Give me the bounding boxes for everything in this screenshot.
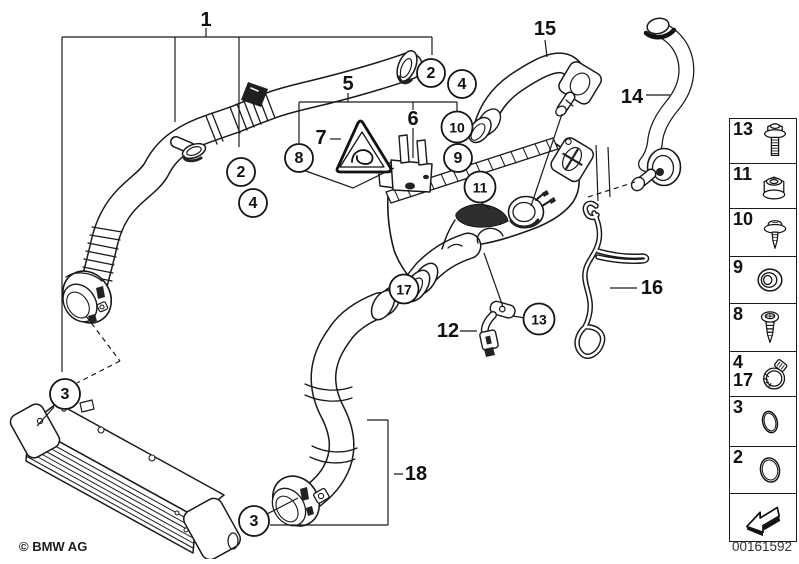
sidebar-part-2[interactable]: 2 <box>730 447 796 494</box>
washer-screw-icon <box>753 209 796 256</box>
center-duct-drawing <box>385 137 594 303</box>
callout-label-16[interactable]: 16 <box>641 277 663 299</box>
sidebar-part-3[interactable]: 3 <box>730 397 796 447</box>
flange-bolt-icon <box>753 119 796 163</box>
callout-circle-8[interactable]: 8 <box>284 143 314 173</box>
svg-text:11: 11 <box>473 180 488 196</box>
hose-part15-drawing <box>468 52 602 144</box>
view-direction-arrow <box>730 494 796 541</box>
callout-label-7[interactable]: 7 <box>315 127 326 149</box>
seal-ring-large-icon <box>743 447 796 493</box>
svg-text:3: 3 <box>61 386 70 403</box>
sidebar-part-11[interactable]: 11 <box>730 164 796 209</box>
grommet-icon <box>743 257 796 303</box>
bracket-part12-drawing <box>479 300 516 357</box>
sidebar-part-8[interactable]: 8 <box>730 304 796 352</box>
sidebar-part-9[interactable]: 9 <box>730 257 796 304</box>
callout-label-5[interactable]: 5 <box>342 73 353 95</box>
callout-circle-10[interactable]: 10 <box>440 110 474 144</box>
wire-clip-part16-drawing <box>574 200 650 359</box>
callout-circle-3[interactable]: 3 <box>49 378 81 410</box>
callout-circle-11[interactable]: 11 <box>463 170 497 204</box>
svg-text:4: 4 <box>249 195 258 212</box>
sidebar-part-number: 3 <box>733 397 744 417</box>
callout-circle-17[interactable]: 17 <box>388 273 420 305</box>
sidebar-part-number: 11 <box>733 164 753 184</box>
callout-label-6[interactable]: 6 <box>407 108 418 130</box>
sidebar-part-10[interactable]: 10 <box>730 209 796 257</box>
callout-label-15[interactable]: 15 <box>534 18 556 40</box>
direction-arrow-icon <box>730 494 796 541</box>
callout-label-14[interactable]: 14 <box>621 86 644 108</box>
svg-text:2: 2 <box>427 65 436 82</box>
callout-circle-2[interactable]: 2 <box>416 58 446 88</box>
sidebar-part-number: 9 <box>733 257 744 277</box>
callout-circle-13[interactable]: 13 <box>522 302 556 336</box>
sidebar-part-number: 8 <box>733 304 744 324</box>
svg-text:10: 10 <box>449 120 465 136</box>
svg-text:17: 17 <box>396 282 412 298</box>
svg-text:4: 4 <box>458 76 467 93</box>
callout-circle-3[interactable]: 3 <box>238 505 270 537</box>
leader-lines <box>36 28 670 526</box>
copyright-label: © BMW AG <box>19 539 88 554</box>
seal-ring-small-icon <box>743 397 796 446</box>
callout-label-1[interactable]: 1 <box>200 9 211 31</box>
hose-part18-drawing <box>271 285 402 527</box>
callout-circle-9[interactable]: 9 <box>443 143 473 173</box>
hose-clamp-icon <box>753 352 796 396</box>
sidebar-part-number: 2 <box>733 447 744 467</box>
charge-air-duct-part1-drawing <box>61 50 423 324</box>
hose-part14-drawing <box>630 17 695 192</box>
sidebar-part-13[interactable]: 13 <box>730 119 796 164</box>
svg-text:3: 3 <box>250 513 259 530</box>
svg-text:2: 2 <box>237 164 246 181</box>
warning-triangle-part7-drawing <box>335 119 393 174</box>
pan-head-screw-icon <box>743 304 796 351</box>
callout-circle-4[interactable]: 4 <box>238 188 268 218</box>
callout-label-12[interactable]: 12 <box>437 320 459 342</box>
svg-text:13: 13 <box>531 312 547 328</box>
document-number: 00161592 <box>731 539 793 554</box>
sidebar-part-number: 13 <box>733 119 754 139</box>
sidebar-part-number: 10 <box>733 209 754 229</box>
svg-text:8: 8 <box>295 150 304 167</box>
flange-nut-icon <box>752 164 796 208</box>
svg-text:9: 9 <box>454 150 463 167</box>
callout-circle-4[interactable]: 4 <box>447 69 477 99</box>
callout-circle-2[interactable]: 2 <box>226 157 256 187</box>
intercooler-drawing <box>9 399 241 561</box>
callout-label-18[interactable]: 18 <box>405 463 427 485</box>
